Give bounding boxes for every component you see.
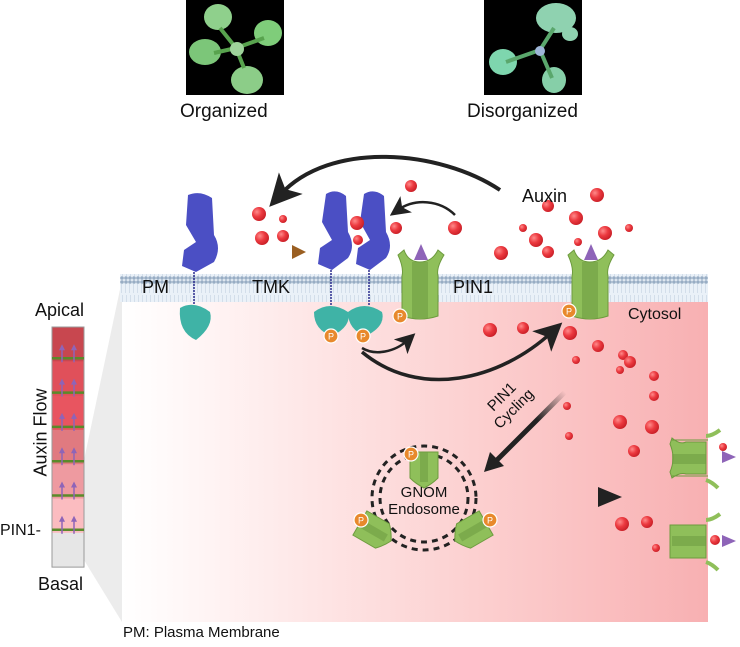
auxin-molecule [613,415,627,429]
auxin-molecule [563,326,577,340]
auxin-molecule [572,356,580,364]
auxin-molecule [494,246,508,260]
auxin-molecule [350,216,364,230]
auxin-molecule [645,420,659,434]
cytosol-label: Cytosol [628,306,681,324]
auxin-molecule [448,221,462,235]
auxin-molecule [279,215,287,223]
svg-text:P: P [360,332,366,342]
auxin-molecule [652,544,660,552]
auxin-molecule [519,224,527,232]
auxin-molecule [483,323,497,337]
auxin-molecule [615,517,629,531]
auxin-molecule [590,188,604,202]
auxin-molecule [574,238,582,246]
dimerization-arrowhead [292,245,306,259]
auxin-molecule [563,402,571,410]
auxin-bind-arrow [398,202,455,215]
svg-text:P: P [566,307,572,317]
auxin-molecule [255,231,269,245]
auxin-molecule [569,211,583,225]
auxin-molecule [649,391,659,401]
auxin-flow-column [52,327,84,568]
pm-label: PM [142,277,169,298]
tmk-label: TMK [252,277,290,298]
svg-text:P: P [487,516,493,526]
phospho-group: P [562,304,576,318]
auxin-molecule [624,356,636,368]
auxin-molecule [517,322,529,334]
auxin-molecule [710,535,720,545]
auxin-molecule [719,443,727,451]
gnom-label-line1: GNOM [384,484,464,501]
svg-text:P: P [328,332,334,342]
phospho-group: P [483,513,497,527]
phospho-group: P [354,513,368,527]
column-segment [52,361,84,396]
tmk-dimer [314,191,390,336]
phospho-group: P [393,309,407,323]
auxin-molecule [616,366,624,374]
svg-text:P: P [397,312,403,322]
column-segment [52,533,84,568]
apical-label: Apical [35,300,84,321]
footnote: PM: Plasma Membrane [123,624,280,641]
basal-label: Basal [38,574,83,595]
column-segment [52,464,84,499]
auxin-molecule [628,445,640,457]
phospho-group: P [404,447,418,461]
auxin-label: Auxin [522,186,567,207]
auxin-molecule [529,233,543,247]
pin1-membrane-label: PIN1 [453,277,493,298]
auxin-molecule [390,222,402,234]
phospho-group: P [356,329,370,343]
auxin-molecule [542,246,554,258]
column-segment [52,499,84,534]
auxin-return-arrow [280,157,500,195]
auxin-molecule [649,371,659,381]
auxin-molecule [277,230,289,242]
auxin-molecule [353,235,363,245]
column-segment [52,396,84,431]
auxin-molecule [252,207,266,221]
auxin-molecule [598,226,612,240]
auxin-molecule [625,224,633,232]
svg-text:P: P [358,516,364,526]
zoom-wedge [84,280,122,622]
auxin-molecule [565,432,573,440]
column-segment [52,327,84,362]
gnom-endosome-label: GNOM Endosome [384,484,464,518]
column-pin1-label: PIN1- [0,522,41,540]
auxin-flow-axis-label: Auxin Flow [31,378,52,488]
gnom-label-line2: Endosome [384,501,464,518]
auxin-molecule [405,180,417,192]
phospho-group: P [324,329,338,343]
auxin-molecule [641,516,653,528]
svg-text:P: P [408,450,414,460]
auxin-molecule [592,340,604,352]
column-segment [52,430,84,465]
